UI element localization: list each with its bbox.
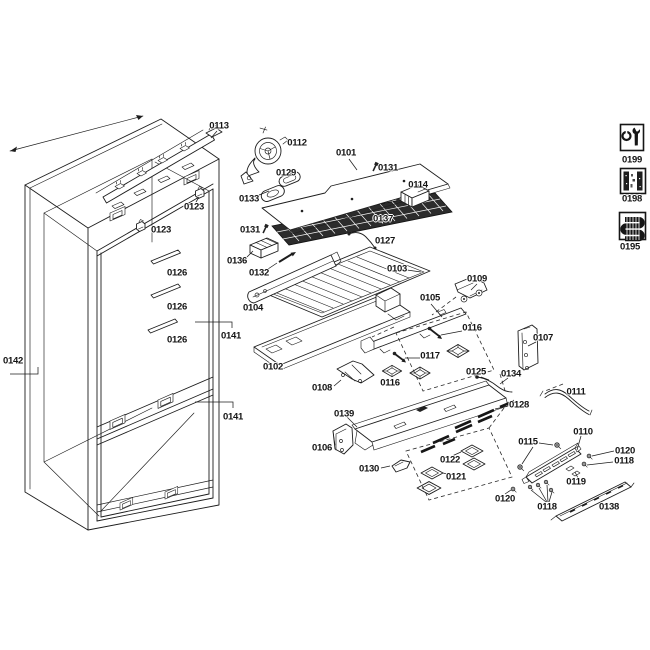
bracket-0109 [454,276,488,303]
shelf-0102 [253,287,411,371]
bracket-0108 [336,360,375,384]
cover-pad-0116 [446,344,470,358]
door-rail-0126 [147,249,181,334]
clip-0123 [195,186,205,199]
top-mounting-rail [9,115,223,209]
legend-icon-service-tools [619,123,645,152]
grommet-0121 [416,481,442,495]
clip-0113 [205,124,223,138]
legend-icon-panel-fixings [619,167,647,195]
trim-strip-0138 [550,481,635,522]
cover-panel-0101 [261,163,451,235]
bracket-panel-0139 [351,380,509,451]
wire-0125 [475,375,513,393]
duct-0104 [247,251,342,304]
fan-assembly-0112 [240,126,289,185]
grommet-0122 [462,457,486,471]
bracket-0106 [332,423,354,455]
bracket-0119 [565,465,581,477]
leader-lines [10,130,615,503]
clip-0123 [136,219,146,232]
grommet-0121 [420,466,444,480]
bracket-0129 [278,171,301,187]
control-bar-0110 [521,442,582,484]
rail-0105 [360,307,467,354]
plate-0133 [260,185,285,202]
vent-grille-0128 [420,399,515,454]
plate-0107 [517,324,539,371]
connector-0114 [400,184,430,208]
cover-pad-0117 [409,366,431,380]
clip-0130 [391,459,411,473]
wire-0127 [348,232,376,249]
grommet-0122 [460,444,484,458]
wire-0111 [539,389,593,416]
screw-pin [392,326,442,363]
block-0136 [249,237,279,259]
alignment-dashes [371,296,564,501]
screw-0131 [262,161,379,234]
cabinet-wireframe [24,118,220,531]
legend-icon-tubing-coil [618,211,647,242]
cover-pad-0116 [381,364,403,378]
